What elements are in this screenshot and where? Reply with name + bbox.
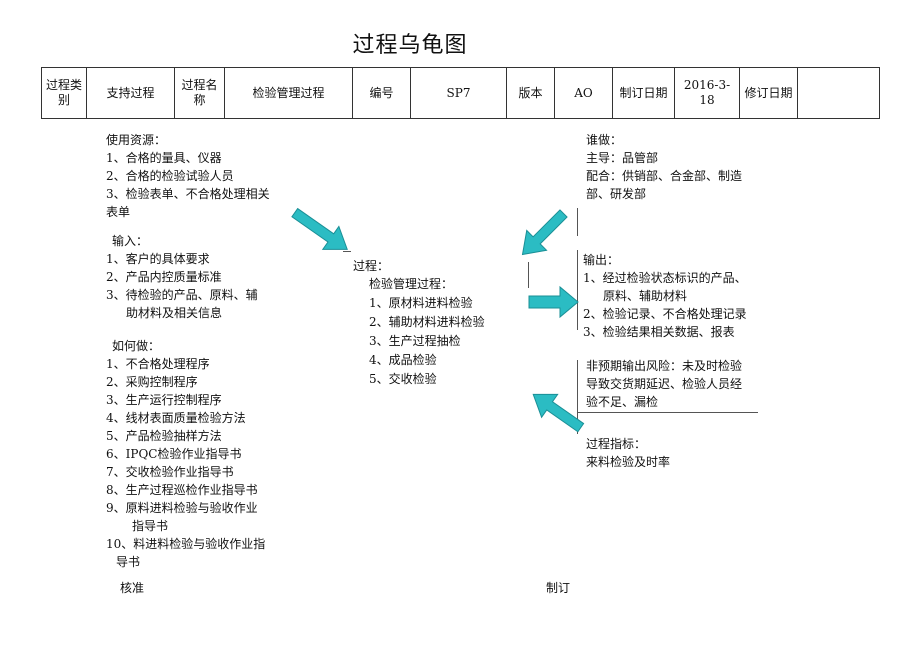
who-support: 部、研发部 xyxy=(586,187,647,201)
output-arrow-icon xyxy=(528,285,579,319)
who-lead: 主导：品管部 xyxy=(586,151,659,165)
version-value: AO xyxy=(554,67,613,119)
process-item: 4、成品检验 xyxy=(369,353,437,367)
input-item: 2、产品内控质量标准 xyxy=(106,270,222,284)
risk-section: 非预期输出风险：未及时检验 导致交货期延迟、检验人员经 验不足、漏检 xyxy=(586,357,742,411)
divider-line xyxy=(577,208,578,236)
who-arrow-icon xyxy=(521,209,568,256)
how-item: 2、采购控制程序 xyxy=(106,375,198,389)
output-item: 原料、辅助材料 xyxy=(603,289,688,303)
process-subheading: 检验管理过程： xyxy=(369,277,454,291)
revision-label: 修订日期 xyxy=(739,67,798,119)
how-item: 导书 xyxy=(116,555,141,569)
input-item: 3、待检验的产品、原料、辅 xyxy=(106,288,258,302)
divider-line xyxy=(528,262,529,288)
resource-item: 2、合格的检验试验人员 xyxy=(106,169,234,183)
output-item: 2、检验记录、不合格处理记录 xyxy=(583,307,747,321)
who-support: 配合：供销部、合金部、制造 xyxy=(586,169,743,183)
process-section: 过程： 检验管理过程： 1、原材料进料检验 2、辅助材料进料检验 3、生产过程抽… xyxy=(353,257,485,388)
category-label: 过程类别 xyxy=(41,67,87,119)
process-item: 2、辅助材料进料检验 xyxy=(369,315,485,329)
how-section: 如何做： 1、不合格处理程序 2、采购控制程序 3、生产运行控制程序 4、线材表… xyxy=(106,337,265,571)
how-item: 指导书 xyxy=(132,519,169,533)
category-value: 支持过程 xyxy=(86,67,175,119)
version-label: 版本 xyxy=(506,67,555,119)
indicator-heading: 过程指标： xyxy=(586,437,647,451)
output-item: 1、经过检验状态标识的产品、 xyxy=(583,271,747,285)
code-label: 编号 xyxy=(352,67,411,119)
how-item: 10、料进料检验与验收作业指 xyxy=(106,537,266,551)
process-heading: 过程： xyxy=(353,259,390,273)
resources-arrow-icon xyxy=(291,207,348,250)
input-item: 1、客户的具体要求 xyxy=(106,252,210,266)
risk-line: 导致交货期延迟、检验人员经 xyxy=(586,377,743,391)
resources-heading: 使用资源： xyxy=(106,133,167,147)
date-value: 2016-3-18 xyxy=(674,67,740,119)
divider-line xyxy=(343,251,351,252)
how-heading: 如何做： xyxy=(112,339,161,353)
code-value: SP7 xyxy=(410,67,507,119)
indicator-value: 来料检验及时率 xyxy=(586,455,671,469)
who-heading: 谁做： xyxy=(586,133,623,147)
divider-line xyxy=(578,412,758,413)
process-item: 1、原材料进料检验 xyxy=(369,296,473,310)
input-item: 助材料及相关信息 xyxy=(126,306,223,320)
divider-line xyxy=(577,360,578,434)
header-table: 过程类别 支持过程 过程名称 检验管理过程 编号 SP7 版本 AO 制订日期 … xyxy=(41,67,880,119)
resources-section: 使用资源： 1、合格的量具、仪器 2、合格的检验试验人员 3、检验表单、不合格处… xyxy=(106,131,270,221)
approve-label: 核准 xyxy=(120,581,145,595)
output-item: 3、检验结果相关数据、报表 xyxy=(583,325,735,339)
page-title: 过程乌龟图 xyxy=(352,33,468,58)
divider-line xyxy=(577,250,578,330)
output-section: 输出： 1、经过检验状态标识的产品、 原料、辅助材料 2、检验记录、不合格处理记… xyxy=(583,251,747,341)
how-item: 3、生产运行控制程序 xyxy=(106,393,222,407)
name-value: 检验管理过程 xyxy=(224,67,353,119)
risk-line: 验不足、漏检 xyxy=(586,395,659,409)
resource-item: 1、合格的量具、仪器 xyxy=(106,151,222,165)
how-item: 4、线材表面质量检验方法 xyxy=(106,411,246,425)
input-section: 输入： 1、客户的具体要求 2、产品内控质量标准 3、待检验的产品、原料、辅 助… xyxy=(106,232,258,322)
how-item: 5、产品检验抽样方法 xyxy=(106,429,222,443)
name-label: 过程名称 xyxy=(174,67,225,119)
resource-item: 3、检验表单、不合格处理相关 xyxy=(106,187,270,201)
prepare-label: 制订 xyxy=(546,581,571,595)
input-heading: 输入： xyxy=(112,234,149,248)
who-section: 谁做： 主导：品管部 配合：供销部、合金部、制造 部、研发部 xyxy=(586,131,742,203)
how-item: 7、交收检验作业指导书 xyxy=(106,465,234,479)
risk-line: 非预期输出风险：未及时检验 xyxy=(586,359,743,373)
risk-arrow-icon xyxy=(532,393,585,433)
how-item: 9、原料进料检验与验收作业 xyxy=(106,501,258,515)
how-item: 8、生产过程巡检作业指导书 xyxy=(106,483,258,497)
process-item: 5、交收检验 xyxy=(369,372,437,386)
process-item: 3、生产过程抽检 xyxy=(369,334,461,348)
how-item: 1、不合格处理程序 xyxy=(106,357,210,371)
output-heading: 输出： xyxy=(583,253,620,267)
indicator-section: 过程指标： 来料检验及时率 xyxy=(586,435,670,471)
how-item: 6、IPQC检验作业指导书 xyxy=(106,447,242,461)
revision-value xyxy=(797,67,880,119)
resource-item: 表单 xyxy=(106,205,131,219)
date-label: 制订日期 xyxy=(612,67,675,119)
